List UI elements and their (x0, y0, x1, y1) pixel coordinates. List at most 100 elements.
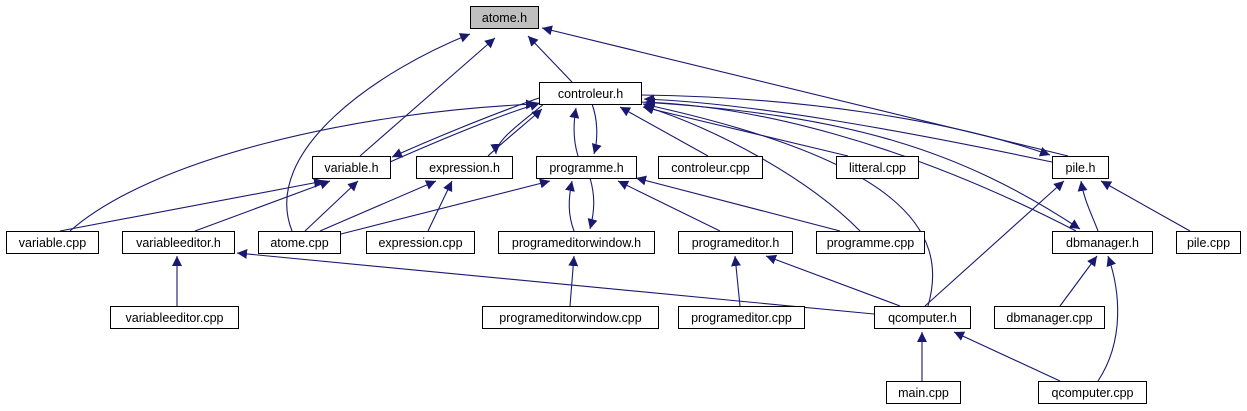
node-variable-h[interactable]: variable.h (312, 156, 391, 179)
node-box-dbmanager-cpp (994, 306, 1105, 329)
node-label-programeditor-cpp: programeditor.cpp (691, 311, 792, 325)
node-label-qcomputer-h: qcomputer.h (888, 311, 957, 325)
node-box-atome-h (470, 6, 539, 29)
edge-controleur-h-to-dbmanager-h (640, 101, 1081, 230)
node-box-litteral-cpp (836, 156, 919, 179)
nodes-layer: atome.h controleur.h variable.h expression.… (6, 6, 1241, 404)
edge-qcomputer-cpp-to-dbmanager-h (1097, 255, 1119, 382)
node-main-cpp[interactable]: main.cpp (886, 381, 961, 404)
node-box-variable-cpp (6, 231, 99, 254)
node-label-controleur-cpp: controleur.cpp (671, 161, 750, 175)
node-atome-cpp[interactable]: atome.cpp (258, 231, 341, 254)
edge-variableeditor-h-to-variable-h (194, 179, 331, 232)
node-variableeditor-cpp[interactable]: variableeditor.cpp (110, 306, 239, 329)
node-programeditor-cpp[interactable]: programeditor.cpp (678, 306, 805, 329)
edge-programme-h-to-programeditorwindow-h (587, 177, 598, 230)
node-programme-h[interactable]: programme.h (536, 156, 637, 179)
node-pile-cpp[interactable]: pile.cpp (1176, 231, 1241, 254)
node-qcomputer-cpp[interactable]: qcomputer.cpp (1038, 381, 1147, 404)
node-label-main-cpp: main.cpp (898, 386, 949, 400)
node-box-controleur-cpp (658, 156, 763, 179)
edge-controleur-h-to-pile-h (640, 94, 1051, 157)
node-variableeditor-h[interactable]: variableeditor.h (122, 231, 235, 254)
edge-qcomputer-h-to-pile-h (924, 180, 1065, 307)
node-controleur-h[interactable]: controleur.h (539, 82, 642, 105)
node-label-pile-cpp: pile.cpp (1187, 236, 1230, 250)
edge-programeditorwindow-cpp-to-programeditorwindow-h (568, 255, 579, 307)
node-programme-cpp[interactable]: programme.cpp (816, 231, 925, 254)
node-box-variableeditor-h (122, 231, 235, 254)
edge-dbmanager-cpp-to-dbmanager-h (1059, 255, 1098, 307)
edge-programeditor-cpp-to-programeditor-h (731, 255, 741, 307)
node-box-qcomputer-cpp (1038, 381, 1147, 404)
node-label-dbmanager-cpp: dbmanager.cpp (1006, 311, 1092, 325)
edge-expression-cpp-to-expression-h (427, 180, 453, 232)
node-box-atome-cpp (258, 231, 341, 254)
edge-controleur-h-to-expression-h (490, 102, 546, 155)
edge-atome-cpp-to-expression-h (319, 180, 437, 232)
node-label-variable-h: variable.h (324, 161, 378, 175)
node-expression-cpp[interactable]: expression.cpp (366, 231, 475, 254)
edge-litteral-cpp-to-controleur-h (642, 104, 849, 157)
node-box-programeditorwindow-h (498, 231, 655, 254)
edge-controleur-h-to-programme-h (591, 103, 602, 155)
edge-variable-cpp-to-variable-h (59, 177, 325, 232)
node-litteral-cpp[interactable]: litteral.cpp (836, 156, 919, 179)
edge-controleur-h-to-variable-h (391, 97, 540, 158)
edge-qcomputer-cpp-to-qcomputer-h (953, 331, 1061, 382)
node-label-dbmanager-h: dbmanager.h (1066, 236, 1139, 250)
edge-atome-cpp-to-variable-h (304, 180, 359, 232)
edge-qcomputer-h-to-controleur-h (642, 101, 934, 307)
node-label-expression-cpp: expression.cpp (378, 236, 462, 250)
edge-controleur-cpp-to-controleur-h (619, 106, 709, 157)
edge-pile-cpp-to-pile-h (1100, 180, 1191, 232)
node-dbmanager-h[interactable]: dbmanager.h (1052, 231, 1153, 254)
edge-dbmanager-h-to-pile-h (1077, 180, 1099, 232)
node-pile-h[interactable]: pile.h (1052, 156, 1109, 179)
node-label-controleur-h: controleur.h (558, 87, 623, 101)
node-programeditor-h[interactable]: programeditor.h (678, 231, 793, 254)
node-label-atome-cpp: atome.cpp (270, 236, 328, 250)
node-box-programme-h (536, 156, 637, 179)
node-box-controleur-h (539, 82, 642, 105)
node-label-atome-h: atome.h (482, 11, 527, 25)
node-box-programeditorwindow-cpp (482, 306, 659, 329)
node-label-programeditor-h: programeditor.h (692, 236, 780, 250)
node-label-variableeditor-cpp: variableeditor.cpp (126, 311, 224, 325)
node-variable-cpp[interactable]: variable.cpp (6, 231, 99, 254)
edge-programeditor-h-to-programme-h (617, 180, 721, 232)
node-box-programme-cpp (816, 231, 925, 254)
node-box-programeditor-h (678, 231, 793, 254)
edge-variable-h-to-controleur-h (389, 101, 541, 163)
node-box-programeditor-cpp (678, 306, 805, 329)
node-box-variable-h (312, 156, 391, 179)
node-box-qcomputer-h (874, 306, 971, 329)
node-label-programme-h: programme.h (549, 161, 623, 175)
edge-programme-h-to-controleur-h (569, 107, 580, 157)
node-label-variable-cpp: variable.cpp (19, 236, 86, 250)
node-label-expression-h: expression.h (429, 161, 500, 175)
node-expression-h[interactable]: expression.h (416, 156, 513, 179)
edge-programme-cpp-to-programme-h (635, 175, 841, 232)
node-dbmanager-cpp[interactable]: dbmanager.cpp (994, 306, 1105, 329)
node-label-litteral-cpp: litteral.cpp (849, 161, 906, 175)
node-box-expression-h (416, 156, 513, 179)
node-qcomputer-h[interactable]: qcomputer.h (874, 306, 971, 329)
edge-atome-cpp-to-programme-h (336, 178, 551, 236)
node-label-programeditorwindow-h: programeditorwindow.h (512, 236, 641, 250)
node-programeditorwindow-cpp[interactable]: programeditorwindow.cpp (482, 306, 659, 329)
node-box-pile-cpp (1176, 231, 1241, 254)
edge-atome-cpp-to-atome-h (286, 33, 471, 232)
edge-programeditorwindow-h-to-programme-h (565, 180, 575, 232)
edge-pile-h-to-controleur-h (643, 94, 1053, 163)
edge-variable-cpp-to-controleur-h (69, 99, 537, 232)
node-box-pile-h (1052, 156, 1109, 179)
node-label-qcomputer-cpp: qcomputer.cpp (1052, 386, 1134, 400)
node-box-main-cpp (886, 381, 961, 404)
node-label-programeditorwindow-cpp: programeditorwindow.cpp (499, 311, 641, 325)
node-programeditorwindow-h[interactable]: programeditorwindow.h (498, 231, 655, 254)
node-controleur-cpp[interactable]: controleur.cpp (658, 156, 763, 179)
edge-variable-h-to-atome-h (359, 37, 496, 157)
edge-qcomputer-h-to-variableeditor-h (236, 248, 875, 315)
